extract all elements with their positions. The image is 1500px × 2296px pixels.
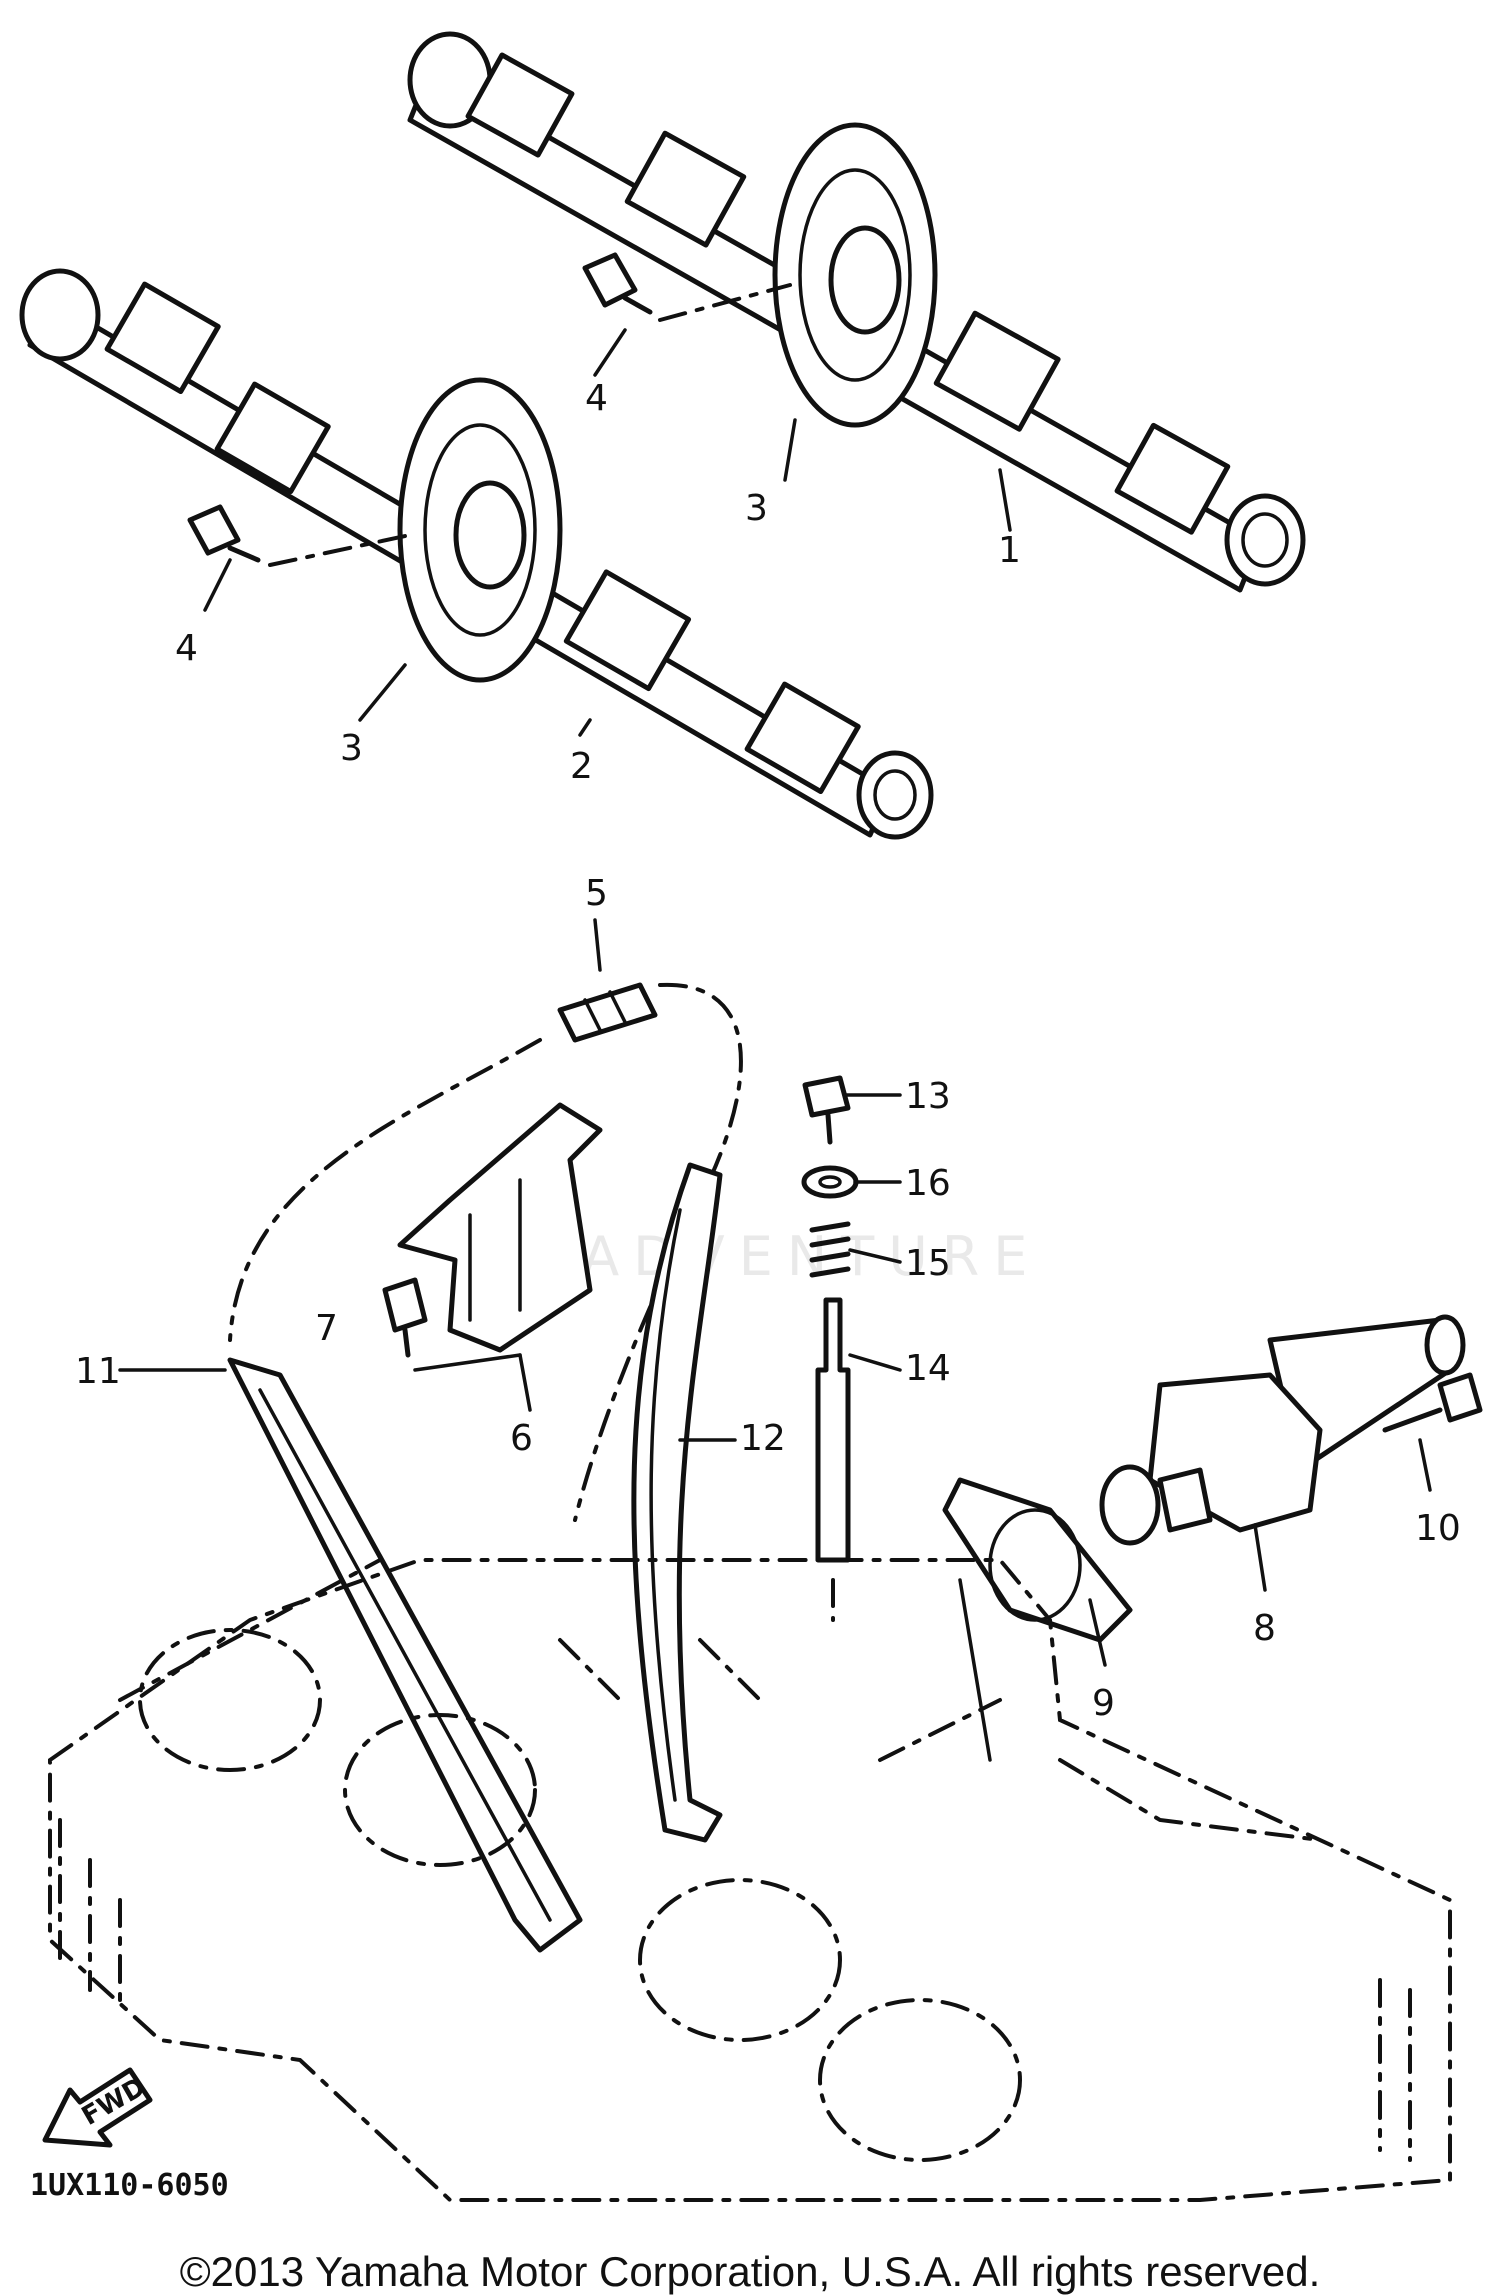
callout-3b[interactable]: 3 (340, 728, 363, 769)
chain-path-right (573, 982, 743, 1522)
cylinder-head-outline (48, 1558, 1452, 2202)
bolt-7[interactable] (382, 1277, 428, 1358)
chain-tensioner-8[interactable] (1099, 1314, 1466, 1546)
leader-bolt-7 (413, 1353, 522, 1372)
bolt-13[interactable] (802, 1075, 851, 1145)
chain-path-left (228, 1038, 542, 1342)
bolt-10[interactable] (1382, 1372, 1483, 1433)
cam-sprocket-lower[interactable] (397, 377, 563, 683)
callout-10[interactable]: 10 (1415, 1508, 1461, 1549)
callout-3a[interactable]: 3 (745, 488, 768, 529)
callout-7[interactable]: 7 (315, 1308, 338, 1349)
timing-chain[interactable] (557, 982, 658, 1043)
drawing-code: 1UX110-6050 (30, 2168, 229, 2203)
copyright-notice: ©2013 Yamaha Motor Corporation, U.S.A. A… (179, 2248, 1321, 2295)
bolt-upper[interactable] (582, 252, 653, 315)
callout-6[interactable]: 6 (510, 1418, 533, 1459)
cam-sprocket-upper[interactable] (772, 122, 938, 428)
callout-4b[interactable]: 4 (175, 628, 198, 669)
callout-14[interactable]: 14 (905, 1348, 951, 1389)
callout-16[interactable]: 16 (905, 1163, 951, 1204)
callout-11[interactable]: 11 (75, 1351, 121, 1392)
fwd-arrow-icon: FWD (42, 2067, 153, 2148)
washer-16[interactable] (801, 1165, 859, 1199)
callout-1[interactable]: 1 (998, 530, 1021, 571)
callout-15[interactable]: 15 (905, 1243, 951, 1284)
callout-9[interactable]: 9 (1092, 1683, 1115, 1724)
leader-bolt-lower (268, 533, 412, 567)
spring-15[interactable] (809, 1221, 851, 1278)
rod-14[interactable] (815, 1297, 851, 1563)
callout-numbers: 1 2 3 3 4 4 5 6 7 8 9 10 11 12 13 14 15 … (75, 378, 1461, 1724)
leader-bolt-upper (658, 283, 792, 322)
callout-5[interactable]: 5 (585, 873, 608, 914)
callout-8[interactable]: 8 (1253, 1608, 1276, 1649)
callout-2[interactable]: 2 (570, 746, 593, 787)
callout-4a[interactable]: 4 (585, 378, 608, 419)
callout-12[interactable]: 12 (740, 1418, 786, 1459)
leader-lines (118, 328, 1432, 1762)
bolt-lower[interactable] (187, 504, 261, 563)
chain-guide-12[interactable] (631, 1162, 723, 1843)
chain-guide-top[interactable] (397, 1102, 603, 1353)
chain-guide-11[interactable] (227, 1357, 583, 1953)
callout-13[interactable]: 13 (905, 1076, 951, 1117)
